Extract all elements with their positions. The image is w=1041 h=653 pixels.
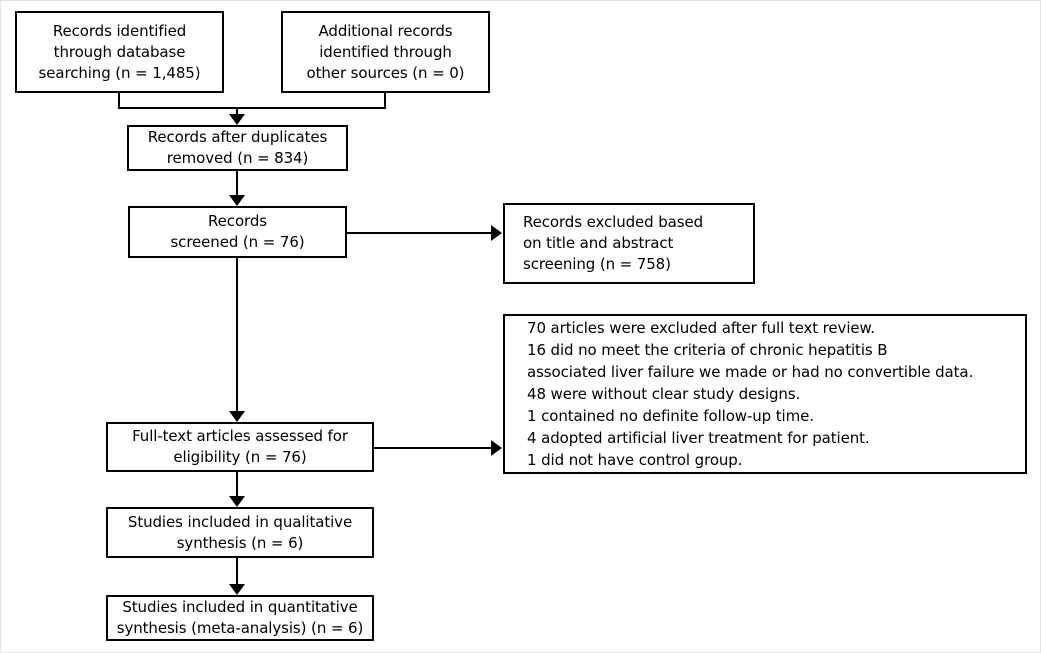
connector-line-fulltext-to-excluded [373, 447, 493, 449]
arrow-down-icon [229, 195, 245, 206]
arrow-right-icon [491, 440, 502, 456]
box-line: 1 did not have control group. [527, 451, 743, 469]
box-line: other sources (n = 0) [306, 63, 465, 82]
box-line: Studies included in quantitative [122, 598, 358, 616]
box-line: Studies included in qualitative [127, 512, 353, 531]
box-line: screened (n = 76) [170, 233, 305, 251]
connector-line-merge-horizontal [118, 107, 386, 109]
connector-line-screened-to-excluded [347, 232, 493, 234]
connector-line-screened-to-fulltext [236, 258, 238, 416]
box-line: through database [53, 42, 186, 61]
box-line: Records after duplicates [147, 128, 328, 146]
records-identified-database-box: Records identified through database sear… [15, 11, 224, 93]
records-excluded-title-abstract-box: Records excluded based on title and abst… [503, 203, 755, 284]
box-line: Records [208, 212, 267, 230]
connector-line-db-down [118, 93, 120, 109]
box-line: Records excluded based [523, 213, 704, 231]
box-line: 48 were without clear study designs. [527, 385, 801, 403]
box-line: 4 adopted artificial liver treatment for… [527, 429, 870, 447]
additional-records-other-sources-box: Additional records identified through ot… [281, 11, 490, 93]
box-line: 16 did no meet the criteria of chronic h… [527, 341, 888, 359]
box-line: Additional records [318, 21, 453, 40]
arrow-down-icon [229, 411, 245, 422]
box-line: 70 articles were excluded after full tex… [527, 319, 875, 337]
box-line: synthesis (meta-analysis) (n = 6) [116, 619, 364, 637]
connector-line-other-down [384, 93, 386, 109]
box-line: 1 contained no definite follow-up time. [527, 407, 814, 425]
box-line: Full-text articles assessed for [132, 427, 348, 445]
arrow-right-icon [491, 225, 502, 241]
box-line: identified through [319, 42, 452, 61]
box-line: removed (n = 834) [166, 149, 309, 167]
box-line: Records identified [52, 21, 187, 40]
connector-line-qualitative-to-quantitative [236, 558, 238, 588]
full-text-articles-assessed-box: Full-text articles assessed for eligibil… [106, 422, 374, 472]
records-after-duplicates-removed-box: Records after duplicates removed (n = 83… [127, 125, 348, 171]
connector-line-fulltext-to-qualitative [236, 472, 238, 501]
box-line: screening (n = 758) [523, 255, 671, 273]
box-line: on title and abstract [523, 234, 674, 252]
connector-line-dedup-to-screened [236, 171, 238, 199]
box-line: eligibility (n = 76) [173, 448, 307, 466]
studies-included-quantitative-synthesis-box: Studies included in quantitative synthes… [106, 595, 374, 641]
arrow-down-icon [229, 584, 245, 595]
articles-excluded-full-text-review-box: 70 articles were excluded after full tex… [503, 314, 1027, 474]
box-line: synthesis (n = 6) [176, 533, 304, 552]
box-line: searching (n = 1,485) [38, 63, 201, 82]
connector-line-merge-to-dedup [236, 107, 238, 117]
box-line: associated liver failure we made or had … [527, 363, 974, 381]
arrow-down-icon [229, 114, 245, 125]
arrow-down-icon [229, 496, 245, 507]
studies-included-qualitative-synthesis-box: Studies included in qualitative synthesi… [106, 507, 374, 558]
records-screened-box: Records screened (n = 76) [128, 206, 347, 258]
